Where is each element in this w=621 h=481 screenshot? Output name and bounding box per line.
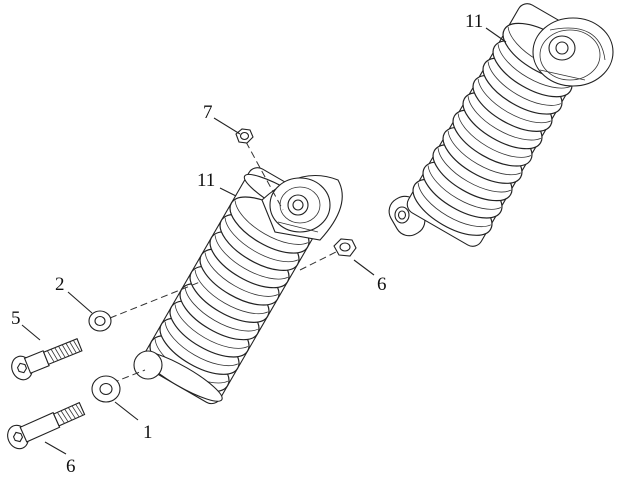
callout-2: 2	[55, 274, 65, 295]
leader-lines	[21, 27, 507, 455]
shock-left-lower-mount	[133, 350, 163, 380]
washer-upper	[88, 310, 112, 332]
callout-6-nut: 6	[377, 274, 387, 295]
callout-6-bolt: 6	[66, 456, 76, 477]
shock-absorber-right	[388, 3, 614, 248]
bolt-upper	[11, 338, 83, 381]
callout-5: 5	[11, 308, 21, 329]
washer-lower	[91, 375, 121, 403]
callout-1: 1	[143, 422, 153, 443]
callout-7: 7	[203, 102, 213, 123]
bolt-lower	[7, 401, 86, 450]
hex-nut-top	[235, 128, 254, 144]
shock-left-top-cap	[261, 174, 343, 241]
shock-absorber-left	[133, 167, 343, 405]
hex-nut-mid	[333, 238, 357, 257]
callout-11-right: 11	[465, 11, 483, 32]
callout-11-left: 11	[197, 170, 215, 191]
shock-right-top-cap	[532, 17, 614, 87]
